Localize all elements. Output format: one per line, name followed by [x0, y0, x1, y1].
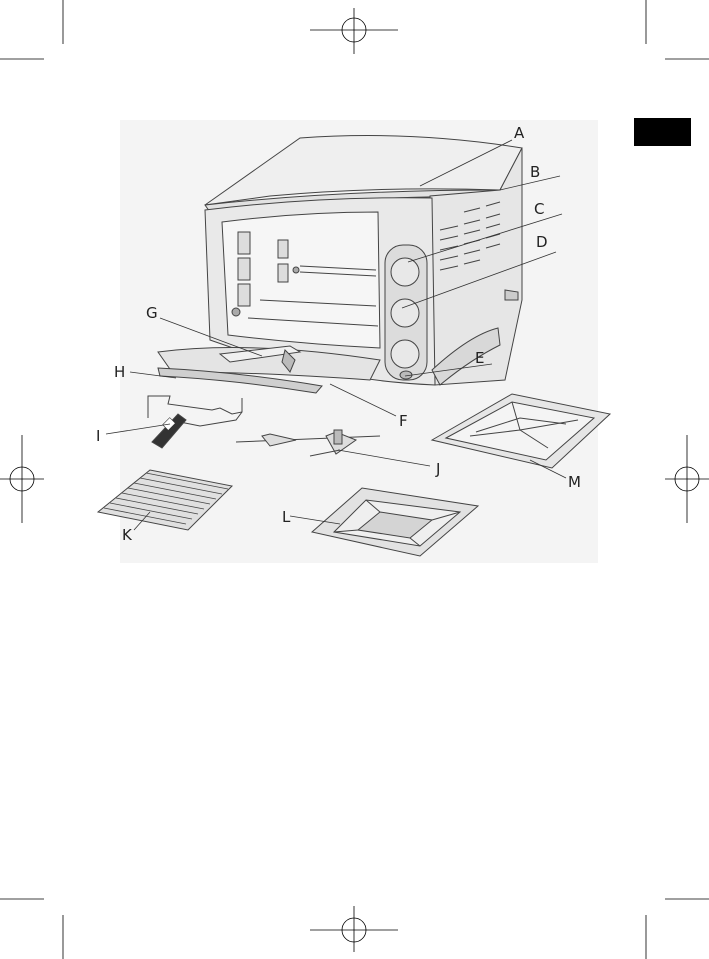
label-E: E — [475, 349, 484, 367]
registration-mark-left — [0, 435, 44, 523]
label-C: C — [534, 200, 544, 218]
label-L: L — [282, 508, 291, 526]
temperature-knob — [391, 258, 419, 286]
registration-mark-top — [310, 8, 398, 54]
language-tab — [634, 118, 691, 146]
label-K: K — [122, 526, 133, 544]
label-I: I — [96, 427, 100, 445]
label-M: M — [568, 473, 581, 491]
registration-mark-bottom — [310, 906, 398, 952]
registration-mark-right — [665, 435, 709, 523]
label-A: A — [514, 124, 525, 142]
label-B: B — [530, 163, 540, 181]
timer-knob — [391, 340, 419, 368]
label-D: D — [536, 233, 548, 251]
label-G: G — [146, 304, 158, 322]
label-J: J — [435, 460, 440, 478]
label-F: F — [399, 412, 408, 430]
label-H: H — [114, 363, 125, 381]
